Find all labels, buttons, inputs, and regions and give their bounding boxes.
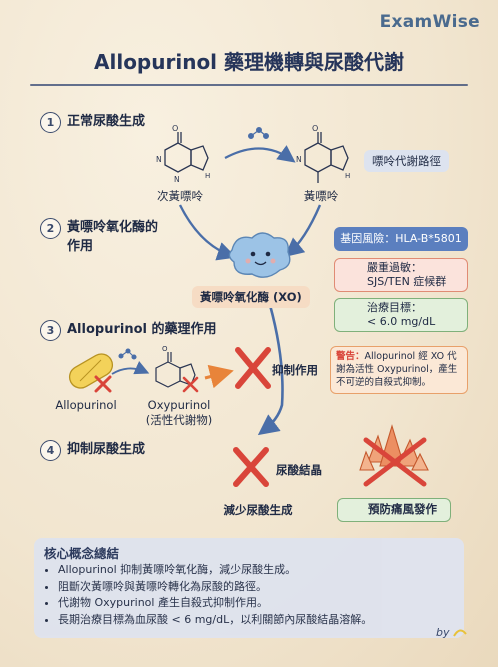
enzyme-mascot [228,232,291,278]
reduce-uric-label: 減少尿酸生成 [223,503,293,517]
target-line2: < 6.0 mg/dL [367,315,436,328]
svg-text:O: O [312,124,318,133]
summary-title: 核心概念總結 [44,546,120,561]
step-label-line1: 黃嘌呤氧化酶的 [67,220,159,235]
xanthine-structure [304,132,349,183]
step-label: 正常尿酸生成 [67,114,146,129]
svg-text:O: O [172,124,178,133]
oxypurinol-name: Oxypurinol [147,398,211,412]
step-number: 4 [40,440,61,461]
svg-text:O: O [162,345,168,353]
small-red-x-icon [182,376,199,393]
title-divider [30,84,468,86]
target-line1: 治療目標： [367,301,422,314]
prevent-gout-badge: 預防痛風發作 [337,498,451,522]
summary-list: Allopurinol 抑制黃嘌呤氧化酶，減少尿酸生成。 阻斷次黃嘌呤與黃嘌呤轉… [44,562,468,628]
allergy-line2: SJS/TEN 症候群 [367,275,447,288]
pathway-label: 嘌呤代謝路徑 [364,150,449,172]
summary-item: 阻斷次黃嘌呤與黃嘌呤轉化為尿酸的路徑。 [58,579,468,596]
inhibition-arrow [204,364,234,389]
xanthine-label: 黃嘌呤 [303,189,339,203]
arrow-hypoxanthine-to-xo [178,204,237,261]
oxypurinol-label: Oxypurinol (活性代謝物) [136,398,222,428]
uric-crystal-label: 尿酸結晶 [276,463,322,477]
main-flow-arrow [257,304,284,436]
summary-panel: 核心概念總結 Allopurinol 抑制黃嘌呤氧化酶，減少尿酸生成。 阻斷次黃… [34,538,464,638]
step-1: 1 正常尿酸生成 [40,112,145,133]
arrow-xanthine-to-xo [284,204,322,258]
uric-acid-x-icon [233,447,269,487]
allergy-warning-box: 嚴重過敏： SJS/TEN 症候群 [334,258,468,292]
inhibit-label: 抑制作用 [272,363,318,377]
hypoxanthine-structure [164,132,209,173]
step-label-line2: 作用 [67,239,94,254]
allopurinol-pill-icon [68,353,114,393]
step-number: 3 [40,320,61,341]
step-number: 2 [40,218,61,239]
page-title: Allopurinol 藥理機轉與尿酸代謝 [94,50,404,74]
step-label: Allopurinol 的藥理作用 [67,322,217,337]
molecule-icon-small [118,348,137,360]
pathway-arrow [224,145,296,163]
step-3: 3 Allopurinol 的藥理作用 [40,320,217,341]
summary-item: 長期治療目標為血尿酸 < 6 mg/dL，以利關節內尿酸結晶溶解。 [58,612,468,629]
allopurinol-label: Allopurinol [55,398,117,412]
crystal-x-icon [363,437,427,487]
metabolism-arrow [111,361,150,375]
svg-text:H: H [345,172,350,180]
warning-title: 警告： [336,351,365,362]
oxypurinol-subtitle: (活性代謝物) [145,413,213,427]
molecule-icon [248,126,270,140]
inhibit-x-icon [235,347,271,389]
step-label: 抑制尿酸生成 [67,442,146,457]
svg-text:N: N [174,175,180,184]
signature-text: by [436,626,450,639]
step-label: 黃嘌呤氧化酶的 作用 [67,218,158,256]
svg-text:N: N [156,155,162,164]
hypoxanthine-label: 次黃嘌呤 [157,189,203,203]
svg-text:N: N [296,155,302,164]
step-4: 4 抑制尿酸生成 [40,440,145,461]
oxypurinol-structure [155,352,196,388]
enzyme-label: 黃嘌呤氧化酶 (XO) [192,286,310,308]
svg-text:H: H [205,172,210,180]
warning-body: Allopurinol 經 XO 代謝為活性 Oxypurinol，產生不可逆的… [336,351,458,388]
brand-logo: ExamWise [379,12,480,32]
summary-item: Allopurinol 抑制黃嘌呤氧化酶，減少尿酸生成。 [58,562,468,579]
allergy-line1: 嚴重過敏： [367,261,422,274]
summary-item: 代謝物 Oxypurinol 產生自殺式抑制作用。 [58,595,468,612]
step-2: 2 黃嘌呤氧化酶的 作用 [40,218,158,256]
treatment-target-box: 治療目標： < 6.0 mg/dL [334,298,468,332]
warning-box: 警告：Allopurinol 經 XO 代謝為活性 Oxypurinol，產生不… [330,346,468,394]
gene-risk-badge: 基因風險：HLA-B*5801 [334,227,468,251]
step-number: 1 [40,112,61,133]
